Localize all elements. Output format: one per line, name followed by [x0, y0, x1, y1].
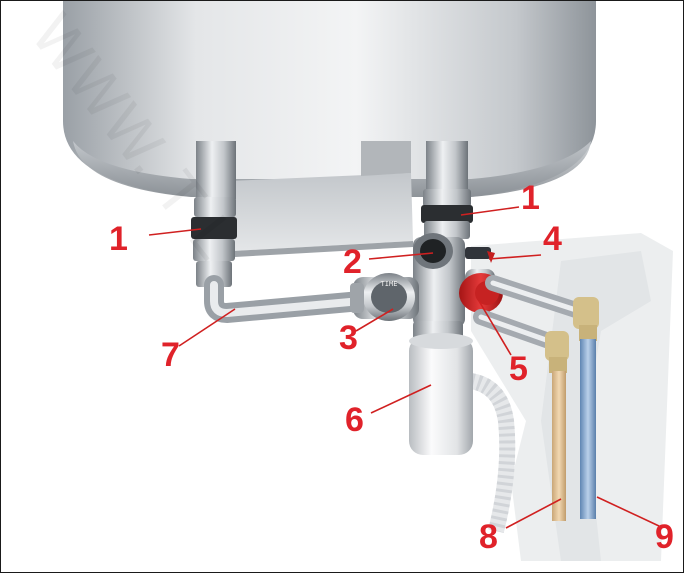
leader-6 [370, 384, 432, 414]
valve-marking: TIME [381, 280, 398, 288]
right-fitting [421, 141, 473, 239]
cold-water-pipe [580, 339, 596, 519]
leader-5 [478, 300, 512, 356]
left-fitting [191, 141, 237, 287]
callout-7: 7 [161, 336, 180, 374]
leader-9 [596, 496, 660, 527]
heating-element-box [229, 141, 413, 257]
brass-elbow-left [545, 331, 569, 373]
leader-1-left [148, 228, 202, 236]
wall-shadow [541, 251, 651, 561]
callout-6: 6 [345, 401, 364, 439]
leader-2 [368, 252, 434, 260]
callout-9: 9 [655, 518, 674, 556]
leader-7 [178, 308, 236, 347]
callout-3: 3 [339, 319, 358, 357]
callout-4: 4 [543, 220, 562, 258]
hot-water-pipe [552, 371, 566, 521]
leader-4 [488, 254, 542, 260]
callout-2: 2 [343, 243, 362, 281]
leader-8 [505, 498, 562, 529]
callout-8: 8 [479, 518, 498, 556]
brass-elbow-right [573, 297, 599, 341]
callout-1-right: 1 [521, 179, 540, 217]
callout-5: 5 [509, 350, 528, 388]
safety-group-body: TIME [350, 233, 503, 327]
leader-lines [148, 206, 660, 529]
leader-1-right [460, 206, 520, 216]
callout-1-left: 1 [109, 220, 128, 258]
siphon-filter [409, 321, 473, 455]
drain-hose [469, 373, 516, 533]
leader-3 [355, 308, 394, 332]
